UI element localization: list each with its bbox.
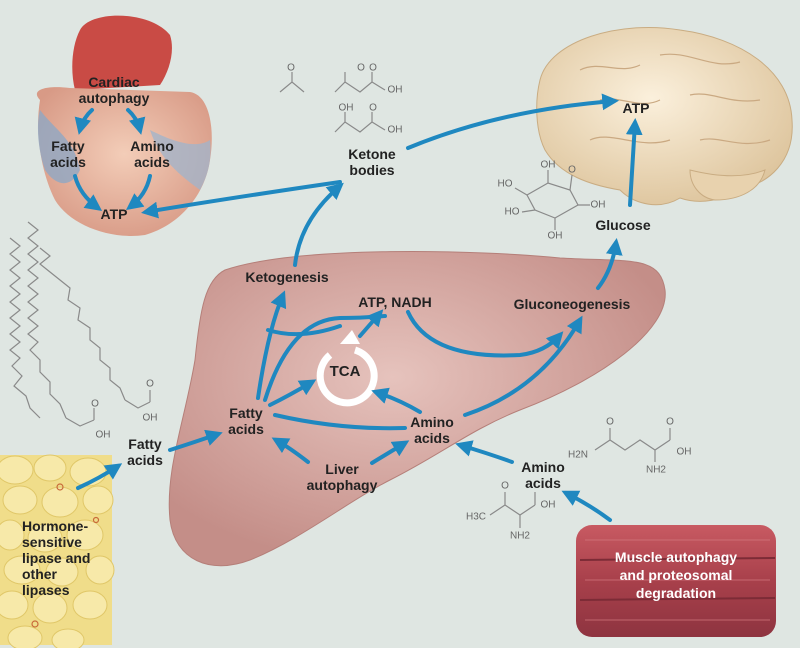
glucose-ho-1: HO: [497, 178, 513, 190]
ketone-o-label-1: O: [357, 62, 365, 74]
ala-h3c: H3C: [465, 511, 487, 523]
arrow-liver-autophagy-to-fatty: [271, 437, 310, 464]
ketone-o-label-4: O: [369, 102, 377, 114]
gln-oh: OH: [676, 446, 692, 458]
arrow-heart-amino-to-atp: [125, 174, 152, 211]
arrow-muscle-amino-to-liver-amino: [455, 440, 514, 464]
fatty-acid-structures: [9, 221, 151, 427]
ketone-oh-label-1: OH: [387, 84, 403, 96]
ketone-o-label-3: O: [369, 62, 377, 74]
gln-o-2: O: [666, 416, 674, 428]
arrow-fatty-to-tca: [268, 379, 317, 407]
arrow-cardiac-to-fatty: [74, 108, 94, 135]
arrow-ketone-to-heart-atp: [141, 180, 342, 219]
muscle-label: Muscle autophagy and proteosomal degrada…: [614, 549, 738, 601]
tca-cycle-icon: [316, 330, 378, 407]
glucose-label: Glucose: [595, 217, 651, 233]
arrow-gluconeo-to-glucose: [596, 238, 623, 290]
ketogenesis-label: Ketogenesis: [245, 269, 329, 285]
ketone-oh-label-2: OH: [338, 102, 354, 114]
adipose-illustration: [0, 454, 115, 648]
brain-atp-label: ATP: [622, 100, 650, 116]
glucose-o: O: [568, 164, 576, 176]
ketone-structures: [279, 72, 386, 133]
arrow-adipose-to-fatty: [76, 463, 123, 490]
tca-label: TCA: [329, 363, 361, 380]
arrow-cardiac-to-amino: [126, 108, 146, 135]
arrow-liver-fatty-to-ketogenesis: [256, 290, 287, 400]
fa-oh-1: OH: [95, 429, 111, 441]
arrow-amino-to-gluconeo: [463, 315, 583, 417]
glucose-oh-2: OH: [547, 230, 563, 242]
amino-acid-structures: [489, 428, 671, 528]
heart-amino-acids-label: Amino acids: [130, 138, 174, 170]
glucose-structure: [514, 170, 590, 230]
fa-oh-2: OH: [142, 412, 158, 424]
arrow-ketone-to-brain-atp: [406, 93, 620, 150]
muscle-amino-acids-label: Amino acids: [521, 459, 565, 491]
adipose-fatty-acids-label: Fatty acids: [127, 436, 163, 468]
ketone-oh-label-3: OH: [387, 124, 403, 136]
arrow-glucose-to-brain-atp: [625, 117, 643, 207]
glucose-oh-3: OH: [590, 199, 606, 211]
cardiac-autophagy-label: Cardiac autophagy: [78, 74, 150, 106]
brain-illustration: [536, 27, 793, 206]
arrow-liver-autophagy-to-amino: [370, 440, 410, 465]
arrow-adipose-fatty-to-liver-fatty: [168, 429, 223, 452]
ala-oh: OH: [540, 499, 556, 511]
ketone-o-label-2: O: [287, 62, 295, 74]
arrow-heart-fatty-to-atp: [73, 174, 103, 211]
arrow-muscle-to-amino: [561, 490, 612, 522]
lipase-label: Hormone- sensitive lipase and other lipa…: [22, 518, 91, 598]
liver-fatty-acids-label: Fatty acids: [228, 405, 264, 437]
ketone-bodies-label: Ketone bodies: [348, 146, 396, 178]
ala-o: O: [501, 480, 509, 492]
liver-autophagy-label: Liver autophagy: [306, 461, 378, 493]
gluconeogenesis-label: Gluconeogenesis: [513, 296, 631, 312]
gln-h2n-label: H2N: [567, 449, 589, 461]
glucose-ho-2: HO: [504, 206, 520, 218]
arrow-ketogenesis-to-ketone: [293, 182, 344, 267]
gln-nh2: NH2: [645, 464, 667, 476]
ala-nh2: NH2: [509, 530, 531, 542]
glucose-oh-1: OH: [540, 159, 556, 171]
liver-amino-acids-label: Amino acids: [410, 414, 454, 446]
fa-o-1: O: [91, 398, 99, 410]
heart-fatty-acids-label: Fatty acids: [50, 138, 86, 170]
gln-o-1: O: [606, 416, 614, 428]
arrow-amino-to-tca: [371, 387, 422, 414]
atp-nadh-label: ATP, NADH: [358, 294, 432, 310]
heart-atp-label: ATP: [100, 206, 128, 222]
muscle-illustration: [576, 525, 776, 637]
arrow-fatty-amino-link: [273, 413, 407, 431]
heart-illustration: [36, 15, 212, 236]
arrow-atp-nadh-to-gluconeo: [406, 310, 564, 358]
fa-o-2: O: [146, 378, 154, 390]
pathway-arrows: [73, 93, 643, 522]
